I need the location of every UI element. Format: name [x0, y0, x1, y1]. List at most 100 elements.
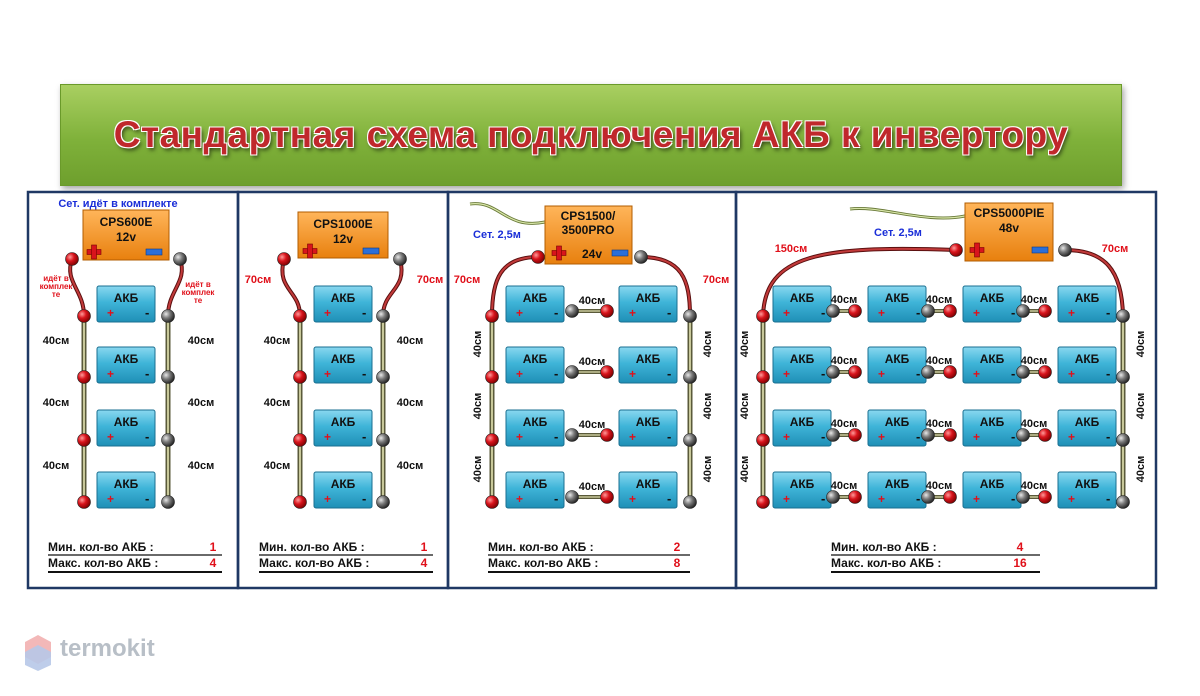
gap-label: 40см — [43, 397, 70, 409]
terminal-negative — [921, 490, 935, 504]
terminal-negative — [565, 490, 579, 504]
terminal-positive — [600, 365, 614, 379]
battery-minus-label: - — [1011, 491, 1015, 506]
terminal-negative — [1116, 370, 1130, 384]
terminal-negative — [683, 433, 697, 447]
battery-minus-label: - — [1011, 366, 1015, 381]
battery — [313, 471, 373, 509]
battery-minus-label: - — [1106, 366, 1110, 381]
link-length: 40см — [579, 419, 606, 431]
terminal-negative — [683, 495, 697, 509]
inverter-minus-icon — [145, 248, 163, 256]
inverter-voltage: 24v — [582, 247, 602, 261]
battery — [867, 471, 927, 509]
battery-label: АКБ — [980, 291, 1005, 305]
terminal-negative — [565, 365, 579, 379]
side-note-left: те — [52, 290, 61, 299]
battery-minus-label: - — [821, 366, 825, 381]
battery-plus-label: + — [107, 430, 114, 444]
terminal-positive — [293, 433, 307, 447]
battery-plus-label: + — [1068, 492, 1075, 506]
terminal-negative — [1016, 304, 1030, 318]
terminal-negative — [376, 433, 390, 447]
inverter-plus-icon-v — [307, 243, 313, 259]
terminal-negative — [826, 428, 840, 442]
title-banner: Стандартная схема подключения АКБ к инве… — [60, 84, 1122, 186]
side-note-right: те — [194, 296, 203, 305]
max-battery-value: 4 — [421, 556, 428, 570]
battery — [962, 346, 1022, 384]
battery-plus-label: + — [1068, 430, 1075, 444]
battery — [505, 285, 565, 323]
side-note-left: идёт в — [43, 274, 69, 283]
cable-positive-highlight — [281, 258, 301, 317]
cable-length-right: 70см — [417, 274, 444, 286]
gap-label: 40см — [43, 460, 70, 472]
link-length: 40см — [579, 481, 606, 493]
battery-minus-label: - — [667, 305, 671, 320]
battery-minus-label: - — [1106, 429, 1110, 444]
link-length: 40см — [1021, 294, 1048, 306]
terminal-negative — [1016, 365, 1030, 379]
battery-label: АКБ — [331, 291, 356, 305]
battery — [96, 409, 156, 447]
battery-minus-label: - — [916, 491, 920, 506]
terminal-positive — [77, 370, 91, 384]
terminal-negative — [1016, 428, 1030, 442]
battery — [962, 471, 1022, 509]
cable-note: Сет. идёт в комплекте — [58, 198, 177, 210]
max-battery-label: Макс. кол-во АКБ : — [48, 556, 158, 570]
gap-label: 40см — [188, 397, 215, 409]
gap-label: 40см — [397, 335, 424, 347]
terminal-negative — [921, 365, 935, 379]
battery — [96, 346, 156, 384]
battery — [962, 285, 1022, 323]
inverter-model: CPS1000E — [313, 217, 372, 231]
terminal-positive — [277, 252, 291, 266]
battery-minus-label: - — [362, 491, 366, 506]
terminal-negative — [921, 428, 935, 442]
link-length: 40см — [926, 294, 953, 306]
battery-plus-label: + — [973, 306, 980, 320]
min-battery-value: 1 — [210, 540, 217, 554]
inverter-plus-icon-v — [91, 244, 97, 260]
battery — [867, 285, 927, 323]
battery-label: АКБ — [1075, 415, 1100, 429]
battery-minus-label: - — [554, 366, 558, 381]
battery-label: АКБ — [114, 477, 139, 491]
battery-minus-label: - — [554, 305, 558, 320]
terminal-positive — [485, 370, 499, 384]
battery-minus-label: - — [821, 491, 825, 506]
battery-label: АКБ — [1075, 352, 1100, 366]
link-length: 40см — [1021, 480, 1048, 492]
terminal-negative — [1116, 309, 1130, 323]
terminal-positive — [600, 490, 614, 504]
cable-note: Сет. 2,5м — [473, 229, 521, 241]
panel-frame-4 — [734, 190, 1158, 590]
gap-label: 40см — [702, 456, 714, 483]
terminal-positive — [65, 252, 79, 266]
battery-label: АКБ — [331, 415, 356, 429]
terminal-positive — [848, 490, 862, 504]
terminal-positive — [756, 370, 770, 384]
gap-label: 40см — [702, 331, 714, 358]
battery-label: АКБ — [980, 477, 1005, 491]
battery-label: АКБ — [636, 291, 661, 305]
battery-plus-label: + — [324, 492, 331, 506]
battery — [313, 409, 373, 447]
terminal-negative — [683, 370, 697, 384]
battery-label: АКБ — [1075, 477, 1100, 491]
battery-plus-label: + — [324, 306, 331, 320]
inverter-voltage: 12v — [333, 232, 353, 246]
battery-plus-label: + — [107, 367, 114, 381]
min-battery-label: Мин. кол-во АКБ : — [48, 540, 154, 554]
terminal-positive — [756, 309, 770, 323]
link-length: 40см — [1021, 418, 1048, 430]
inverter-model: CPS600E — [100, 215, 153, 229]
gap-label: 40см — [739, 331, 751, 358]
battery-plus-label: + — [783, 430, 790, 444]
battery-plus-label: + — [878, 306, 885, 320]
terminal-positive — [1038, 365, 1052, 379]
gap-label: 40см — [188, 460, 215, 472]
